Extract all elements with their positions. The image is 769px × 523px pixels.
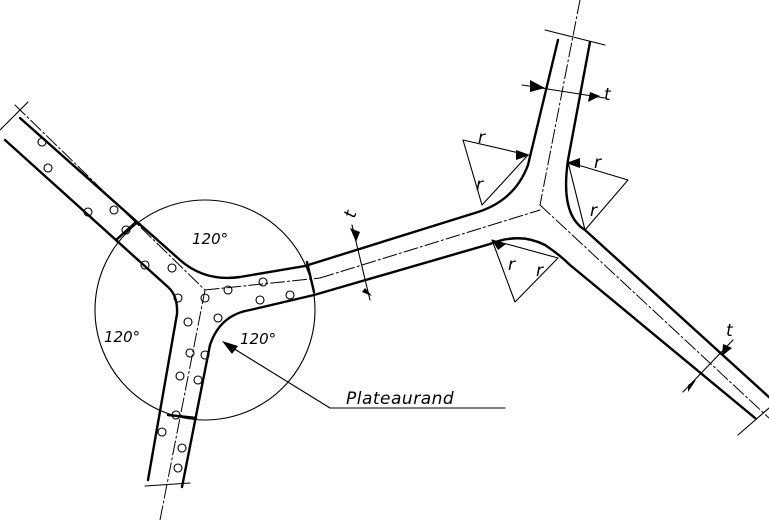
- upper-left-arm-inner-wall: [3, 138, 179, 482]
- top-arm-centerline: [539, 0, 581, 206]
- radius-arrow-upper-right: [566, 158, 580, 168]
- upper-left-arm-end-tick: [0, 101, 29, 131]
- left-junction: [0, 101, 506, 521]
- plateau-leader-arrowhead: [222, 341, 238, 354]
- lower-right-arm-end-tick: [737, 407, 769, 436]
- channel-centerline: [319, 209, 541, 279]
- radius-label-upper-right: r: [594, 153, 602, 173]
- angle-label-left: 120°: [104, 328, 140, 346]
- radius-label-upper-left: r: [478, 128, 486, 148]
- top-thickness-arrow-left: [530, 80, 545, 92]
- channel-dimension-arrow-bottom: [362, 288, 372, 296]
- radius-triangle-upper-right: [567, 161, 629, 231]
- channel-thickness-label: t: [340, 207, 361, 220]
- radius-label-upper-right-2: r: [590, 201, 598, 221]
- channel-lower-wall: [312, 237, 757, 420]
- radius-arrow-lower: [492, 240, 506, 250]
- right-junction: t t r r r r r r: [462, 0, 769, 436]
- plateau-leader: [227, 344, 506, 409]
- radius-label-lower: r: [508, 255, 516, 275]
- channel-upper-wall: [303, 38, 560, 268]
- lower-right-arrow-top: [722, 344, 732, 356]
- top-thickness-label: t: [604, 85, 612, 105]
- channel-thickness-mark-left: [305, 260, 316, 294]
- upper-left-arm-centerline: [14, 104, 206, 291]
- radius-label-lower-2: r: [536, 261, 544, 281]
- radius-triangle-lower: [491, 239, 559, 303]
- detail-circle: [94, 199, 316, 421]
- lower-right-thickness-label: t: [726, 321, 734, 341]
- radius-triangle-upper-left: [462, 139, 529, 206]
- lower-arm-centerline: [159, 289, 206, 521]
- connecting-channel: t: [303, 38, 757, 420]
- bubbles: [37, 137, 295, 473]
- lower-thickness-mark: [166, 413, 198, 420]
- upper-left-thickness-mark: [114, 220, 138, 242]
- angle-label-top: 120°: [192, 230, 228, 248]
- lower-arm-end-tick: [144, 482, 191, 487]
- top-arm-end-tick: [544, 29, 606, 46]
- top-thickness-arrow-right: [588, 92, 600, 102]
- upper-left-arm-outer-wall: [18, 116, 307, 280]
- lower-right-arm-centerline: [539, 204, 769, 419]
- channel-dimension-arrow-top: [350, 228, 360, 242]
- plateau-label: Plateaurand: [346, 389, 454, 409]
- lower-right-arrow-bottom: [688, 380, 696, 392]
- angle-label-right: 120°: [240, 330, 276, 348]
- radius-arrow-upper-left: [516, 150, 530, 160]
- channel-centerline-left: [204, 277, 321, 291]
- radius-label-upper-left-2: r: [476, 175, 484, 195]
- lower-arm-right-wall: [180, 293, 316, 489]
